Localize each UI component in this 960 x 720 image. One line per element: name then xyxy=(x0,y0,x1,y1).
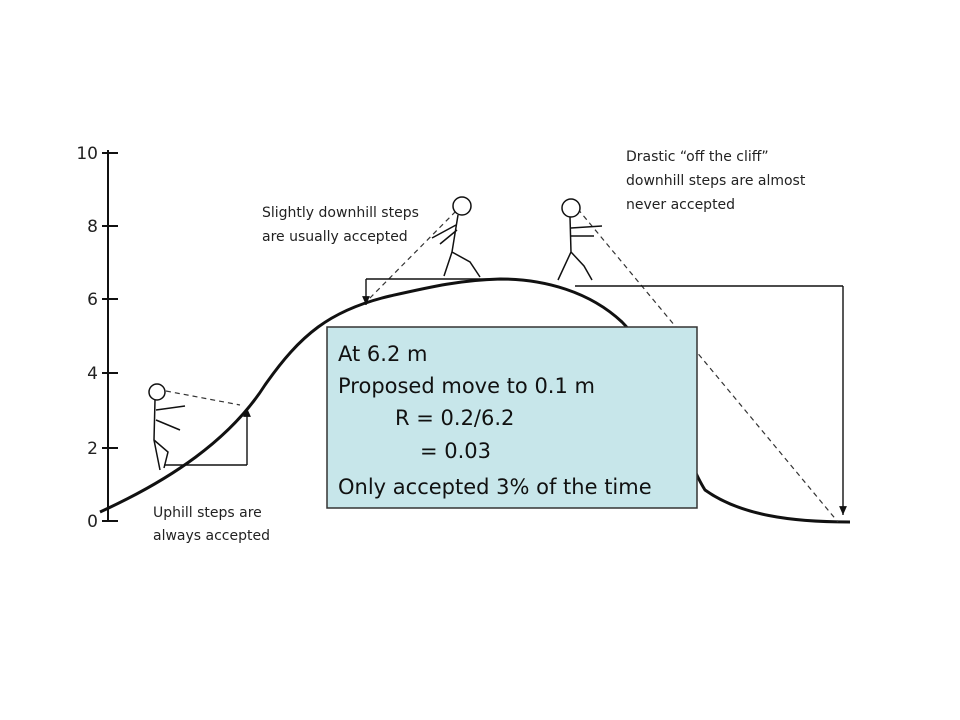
svg-text:Slightly downhill steps: Slightly downhill steps xyxy=(262,205,419,221)
slight-downhill-annotation: Slightly downhill steps are usually acce… xyxy=(262,205,419,245)
svg-text:are usually accepted: are usually accepted xyxy=(262,229,408,245)
walker-figure-drastic xyxy=(557,198,603,281)
slight-downhill-indicator xyxy=(362,204,490,305)
tick-label-8: 8 xyxy=(87,217,98,237)
svg-text:downhill steps are almost: downhill steps are almost xyxy=(626,173,806,189)
box-line-result: = 0.03 xyxy=(420,439,491,463)
svg-text:Uphill steps are: Uphill steps are xyxy=(153,505,262,521)
box-line-conclusion: Only accepted 3% of the time xyxy=(338,475,652,499)
tick-label-4: 4 xyxy=(87,364,98,384)
uphill-annotation: Uphill steps are always accepted xyxy=(153,505,270,544)
svg-text:always accepted: always accepted xyxy=(153,528,270,544)
hill-curve xyxy=(99,277,851,524)
uphill-step-indicator xyxy=(164,390,251,466)
calculation-box: At 6.2 m Proposed move to 0.1 m R = 0.2/… xyxy=(326,326,698,509)
svg-text:never accepted: never accepted xyxy=(626,197,735,213)
walker-figure-uphill xyxy=(148,383,186,471)
tick-label-10: 10 xyxy=(76,144,98,164)
box-line-position: At 6.2 m xyxy=(338,342,427,366)
y-axis: 10 8 6 4 2 0 xyxy=(76,144,118,532)
svg-text:Drastic “off the cliff”: Drastic “off the cliff” xyxy=(626,149,769,165)
tick-label-6: 6 xyxy=(87,290,98,310)
box-line-proposal: Proposed move to 0.1 m xyxy=(338,374,595,398)
box-line-ratio: R = 0.2/6.2 xyxy=(395,406,514,430)
tick-label-0: 0 xyxy=(87,512,98,532)
drastic-annotation: Drastic “off the cliff” downhill steps a… xyxy=(626,149,806,213)
drastic-downhill-indicator xyxy=(571,201,847,523)
walker-figure-slight xyxy=(431,196,481,278)
tick-label-2: 2 xyxy=(87,439,98,459)
